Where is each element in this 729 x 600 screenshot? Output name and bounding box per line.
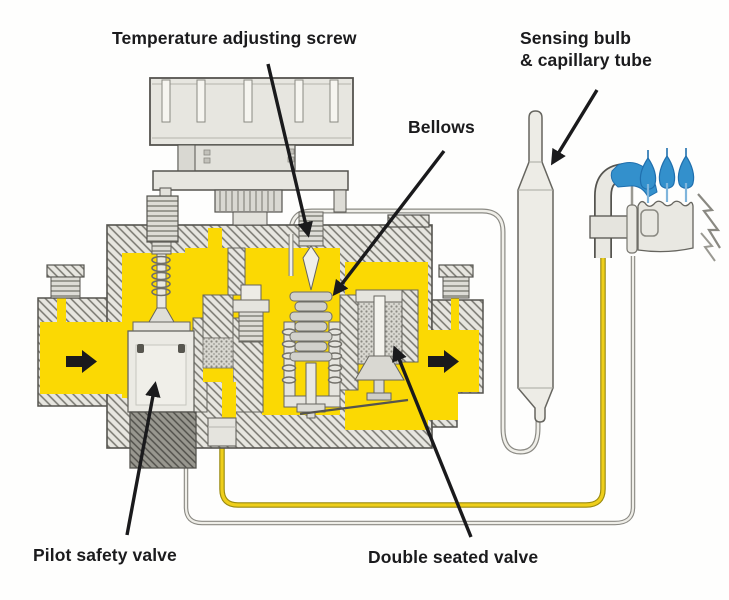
valve-lever xyxy=(299,398,409,416)
valve-spring xyxy=(151,255,171,297)
inlet-plug xyxy=(46,264,85,299)
outlet-passage xyxy=(420,330,479,420)
temperature-dial-knob xyxy=(146,77,354,243)
leader-double-seated-valve xyxy=(392,345,473,538)
burner-port-inset xyxy=(640,209,659,237)
outlet-plug xyxy=(438,264,474,299)
screw-spindle xyxy=(302,245,320,291)
heat-zigzag-icon xyxy=(697,193,721,249)
burner-block xyxy=(637,200,694,253)
dial-grooves xyxy=(161,79,339,123)
stem-bushing xyxy=(146,195,179,243)
pilot-tube-fitting xyxy=(207,417,237,447)
thermocouple-body xyxy=(626,204,638,254)
bellows xyxy=(281,211,409,419)
valve-bottom-plug xyxy=(129,411,197,469)
label-sensing-bulb-line2: & capillary tube xyxy=(520,50,652,70)
pilot-feed-passage xyxy=(222,382,236,422)
heat-zigzag-icon xyxy=(700,232,716,262)
dial-hub xyxy=(177,144,296,172)
label-sensing-bulb: Sensing bulb & capillary tube xyxy=(520,27,652,71)
sensing-bulb xyxy=(517,110,554,423)
label-double-seated-valve: Double seated valve xyxy=(368,547,539,567)
pilot-burner xyxy=(589,148,721,262)
flange-post xyxy=(333,189,347,213)
bellows-springs xyxy=(281,328,343,384)
label-temperature-adjusting-screw: Temperature adjusting screw xyxy=(112,28,357,48)
mounting-flange xyxy=(152,170,349,191)
body-step xyxy=(387,214,430,228)
pilot-gas-tube xyxy=(219,252,606,508)
pilot-safety-valve xyxy=(127,239,197,469)
thermocouple-lead xyxy=(183,256,636,526)
leader-sensing-bulb xyxy=(550,89,599,166)
burner-flames xyxy=(639,148,695,203)
gear-disc xyxy=(214,189,283,226)
label-sensing-bulb-line1: Sensing bulb xyxy=(520,28,632,48)
top-port xyxy=(208,228,222,250)
label-bellows: Bellows xyxy=(408,117,475,137)
label-pilot-safety-valve: Pilot safety valve xyxy=(33,545,177,565)
bypass-jet xyxy=(232,284,270,343)
outlet-flow-arrow-icon xyxy=(428,350,459,373)
inlet-flow-arrow-icon xyxy=(66,350,97,373)
bellows-corrugations xyxy=(289,291,333,362)
filter-outlet-passage xyxy=(203,368,233,382)
leader-pilot-safety-valve xyxy=(125,381,161,536)
leader-temperature-adjusting-screw xyxy=(266,63,313,238)
sintered-filter xyxy=(202,337,234,369)
leader-bellows xyxy=(332,149,446,297)
